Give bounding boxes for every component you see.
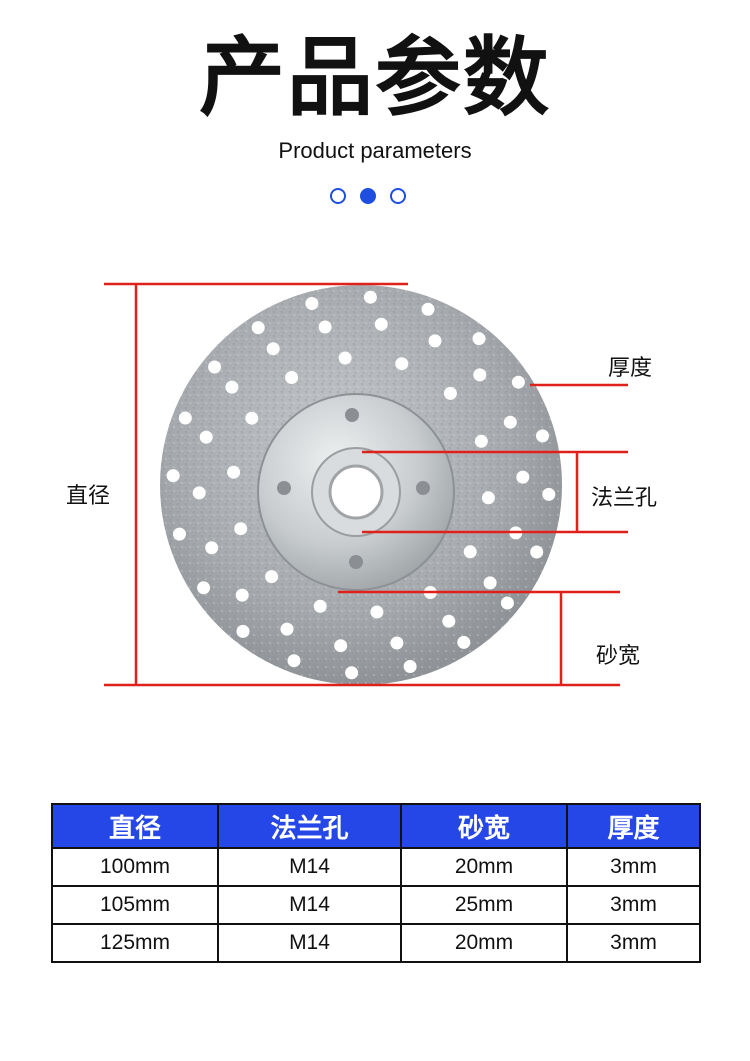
grinding-disc-image [104,282,628,687]
cooling-hole [463,545,477,559]
cooling-hole [457,635,471,649]
flange-hole-label: 法兰孔 [591,486,658,511]
cooling-hole [374,317,388,331]
cooling-hole [236,624,250,638]
hub-screw [345,408,359,422]
cooling-hole [473,368,487,382]
cooling-hole [395,357,409,371]
cooling-hole [442,614,456,628]
cooling-hole [345,666,359,680]
cooling-hole [421,302,435,316]
cooling-hole [234,522,248,536]
cooling-hole [208,360,222,374]
cooling-hole [500,596,514,610]
cell-flange-hole: M14 [217,847,402,887]
header-flange-hole: 法兰孔 [217,803,402,849]
cooling-hole [536,429,549,443]
cell-diameter: 125mm [51,923,219,963]
cooling-hole [285,371,299,384]
header-sand-width: 砂宽 [400,803,568,849]
cooling-hole [503,415,517,429]
indicator-dot[interactable] [330,188,346,204]
carousel-indicator [328,188,408,208]
cooling-holes [166,290,556,680]
cell-thickness: 3mm [566,923,701,963]
cooling-hole [265,570,279,584]
table-row: 100mm M14 20mm 3mm [51,847,701,887]
cooling-hole [280,622,294,636]
cooling-hole [173,527,186,541]
cell-diameter: 105mm [51,885,219,925]
hub-screw [277,481,291,495]
hub-screw [349,555,363,569]
table-row: 125mm M14 20mm 3mm [51,923,701,963]
diameter-label: 直径 [66,484,111,509]
cooling-hole [390,636,404,650]
cooling-hole [334,639,348,653]
cooling-hole [266,342,280,356]
cooling-hole [225,380,239,394]
cooling-hole [235,588,249,602]
cell-sand-width: 20mm [400,923,568,963]
thickness-label: 厚度 [608,356,653,381]
spec-table: 直径 法兰孔 砂宽 厚度 100mm M14 20mm 3mm 105mm M1… [51,803,701,963]
cooling-hole [511,375,525,389]
cooling-hole [363,290,377,304]
cooling-hole [287,654,301,668]
cooling-hole [481,491,495,505]
sand-width-label: 砂宽 [596,644,641,669]
indicator-dot-active[interactable] [360,188,376,204]
cooling-hole [178,411,192,425]
cooling-hole [428,334,442,348]
cooling-hole [313,599,327,613]
cooling-hole [305,297,319,310]
cooling-hole [227,465,241,479]
indicator-dot[interactable] [390,188,406,204]
cooling-hole [338,351,352,365]
cell-thickness: 3mm [566,885,701,925]
cooling-hole [166,469,180,483]
hub-screw [416,481,430,495]
header-diameter: 直径 [51,803,219,849]
page-subtitle: Product parameters [278,138,472,163]
table-row: 105mm M14 25mm 3mm [51,885,701,925]
header-thickness: 厚度 [566,803,701,849]
cell-thickness: 3mm [566,847,701,887]
cell-diameter: 100mm [51,847,219,887]
cooling-hole [370,605,384,619]
cell-sand-width: 25mm [400,885,568,925]
cooling-hole [192,486,206,500]
cooling-hole [443,386,457,400]
cooling-hole [483,576,497,590]
cooling-hole [205,541,219,555]
cooling-hole [403,660,417,673]
page-title: 产品参数 [199,28,551,128]
cooling-hole [516,470,530,484]
cell-flange-hole: M14 [217,885,402,925]
cell-flange-hole: M14 [217,923,402,963]
table-header-row: 直径 法兰孔 砂宽 厚度 [51,803,701,849]
cooling-hole [251,321,265,335]
cooling-hole [318,320,332,334]
cooling-hole [245,411,259,425]
cooling-hole [199,430,213,444]
cooling-hole [197,581,211,595]
cell-sand-width: 20mm [400,847,568,887]
cooling-hole [472,332,486,346]
product-diagram: 直径 厚度 法兰孔 砂宽 [0,270,750,700]
cooling-hole [530,545,544,559]
flange-bore [328,464,384,520]
cooling-hole [474,434,488,448]
cooling-hole [542,487,556,501]
